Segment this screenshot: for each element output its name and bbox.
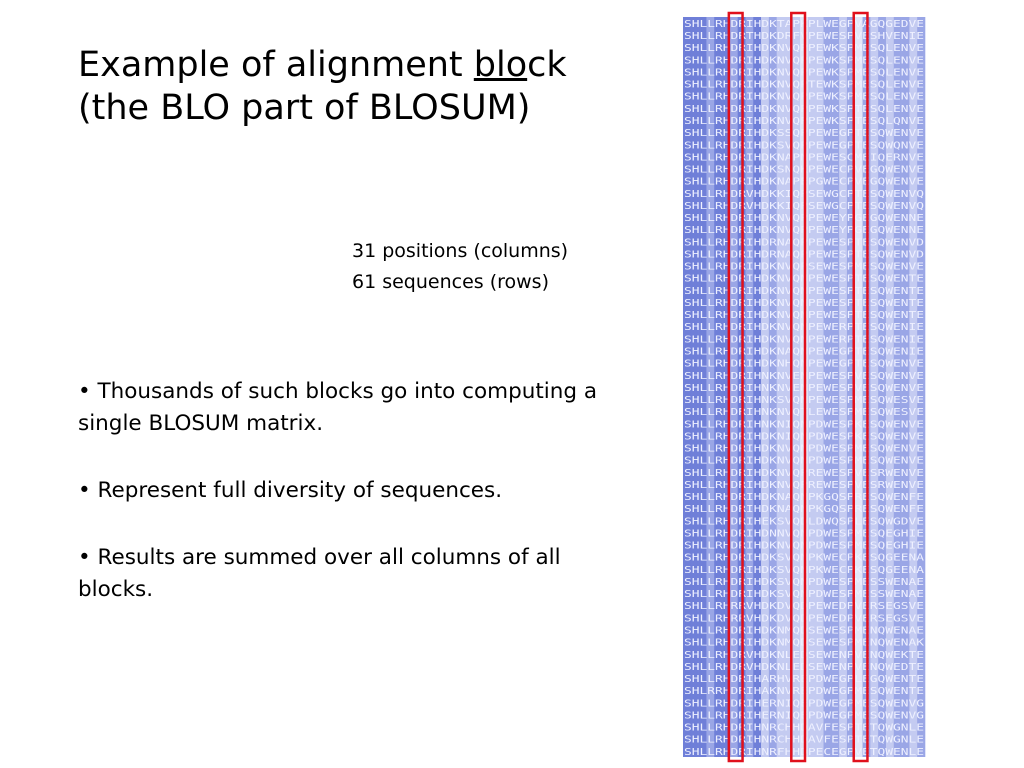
alignment-column-shade — [714, 17, 723, 757]
alignment-column-shade — [807, 17, 817, 757]
alignment-column-shade — [917, 17, 926, 757]
alignment-column-shade — [901, 17, 910, 757]
title-line-1: Example of alignment block — [78, 45, 567, 85]
alignment-column-shade — [870, 17, 879, 757]
alignment-column-shade — [729, 17, 738, 757]
alignment-column-shade — [792, 17, 801, 757]
alignment-column-shade — [854, 17, 863, 757]
block-stats: 31 positions (columns) 61 sequences (row… — [352, 236, 568, 298]
alignment-figure: SHLLRHDRIHDKTAPKPLWEGPVAGQGEDVESHLLRHDRT… — [683, 11, 926, 763]
title-line-2: (the BLO part of BLOSUM) — [78, 88, 531, 128]
positions-count: 31 positions (columns) — [352, 240, 569, 262]
alignment-column-shade — [706, 17, 715, 757]
alignment-column-shade — [768, 17, 777, 757]
bullet-item: • Results are summed over all columns of… — [78, 545, 561, 602]
alignment-column-shade — [878, 17, 887, 757]
alignment-column-shade — [745, 17, 754, 757]
bullet-item: • Thousands of such blocks go into compu… — [78, 379, 598, 436]
alignment-column-shade — [823, 17, 832, 757]
alignment-column-shade — [690, 17, 699, 757]
highlight-column-box — [790, 11, 807, 763]
alignment-column-shade — [893, 17, 902, 757]
alignment-column-shade — [846, 17, 856, 757]
sequences-count: 61 sequences (rows) — [352, 271, 549, 293]
bullet-item: • Represent full diversity of sequences. — [78, 478, 503, 503]
alignment-column-shade — [815, 17, 824, 757]
alignment-column-shade — [784, 17, 793, 757]
alignment-column-shade — [776, 17, 785, 757]
highlight-column-box — [727, 11, 744, 763]
alignment-column-shade — [722, 17, 731, 757]
alignment-column-shade — [698, 17, 707, 757]
alignment-column-shade — [831, 17, 840, 757]
alignment-column-shade — [761, 17, 770, 757]
alignment-column-shade — [753, 17, 762, 757]
bullet-list: • Thousands of such blocks go into compu… — [78, 376, 623, 641]
alignment-column-shade — [683, 17, 692, 757]
alignment-column-shade — [885, 17, 895, 757]
alignment-column-shade — [839, 17, 848, 757]
alignment-column-shade — [909, 17, 918, 757]
title-underlined-blo: blo — [473, 45, 528, 85]
slide-title: Example of alignment block (the BLO part… — [78, 44, 567, 130]
highlight-column-box — [852, 11, 869, 763]
